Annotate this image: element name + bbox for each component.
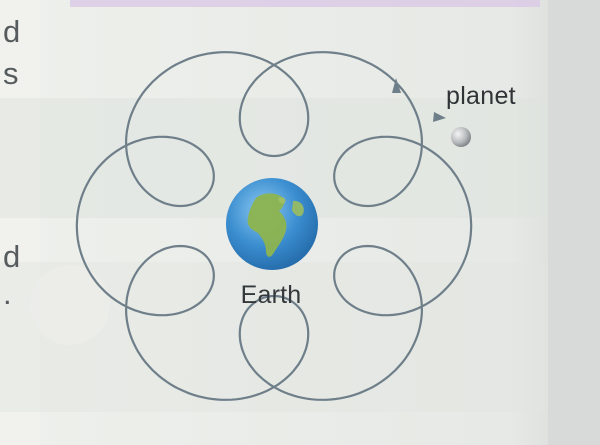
page-letter-2: s — [3, 56, 19, 91]
top-strip — [70, 0, 540, 7]
right-margin — [548, 0, 600, 445]
planet-icon — [451, 127, 471, 147]
page-letter-1: d — [3, 14, 21, 49]
left-text-column — [0, 0, 40, 445]
earth-icon — [226, 178, 318, 270]
direction-arrow-planet — [433, 112, 446, 122]
direction-arrow-top — [392, 78, 401, 93]
page-letter-4: . — [3, 276, 12, 311]
planet-path — [75, 51, 473, 401]
page-letter-3: d — [3, 239, 21, 274]
ghost-circle — [30, 265, 110, 345]
earth-label: Earth — [240, 281, 302, 309]
planet-label: planet — [446, 82, 516, 110]
